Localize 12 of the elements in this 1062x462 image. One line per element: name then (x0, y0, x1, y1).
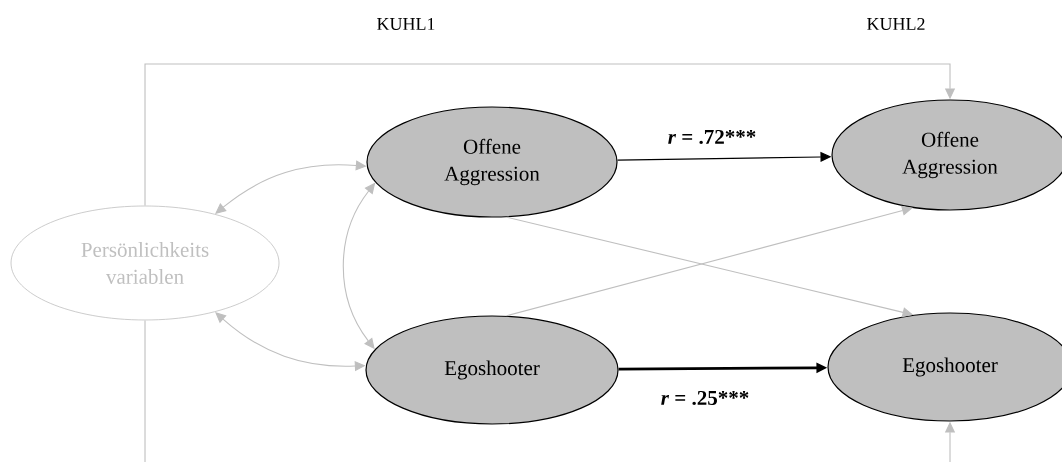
arrow (144, 63, 956, 207)
edge-label: r = .25*** (658, 388, 752, 408)
ellipse-node: Egoshooter (827, 312, 1062, 422)
ellipse-node: Offene Aggression (831, 99, 1062, 211)
column-heading: KUHL1 (377, 17, 435, 30)
ellipse-node: Persönlichkeits variablen (10, 205, 280, 321)
arrow (215, 160, 367, 214)
column-heading: KUHL2 (867, 17, 925, 31)
ellipse-node: Egoshooter (365, 315, 619, 425)
ellipse-node: Offene Aggression (366, 106, 618, 218)
edge-label: r = .72*** (665, 127, 759, 147)
connector-line (144, 319, 146, 462)
